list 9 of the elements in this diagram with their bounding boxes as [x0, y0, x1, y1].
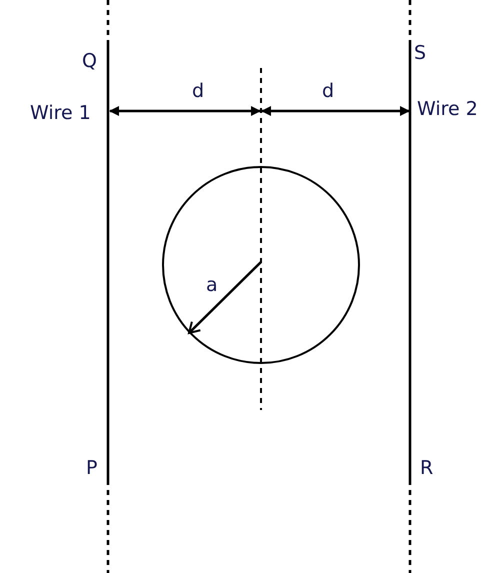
- wire-label: Wire 2: [417, 100, 478, 119]
- point-label: R: [420, 459, 434, 478]
- dimension-label: d: [192, 82, 204, 101]
- point-label: Q: [82, 52, 97, 71]
- point-label: S: [414, 44, 426, 63]
- wire-label: Wire 1: [30, 104, 91, 123]
- radius-label: a: [206, 276, 218, 295]
- dimension-label: d: [322, 82, 334, 101]
- point-label: P: [86, 459, 98, 478]
